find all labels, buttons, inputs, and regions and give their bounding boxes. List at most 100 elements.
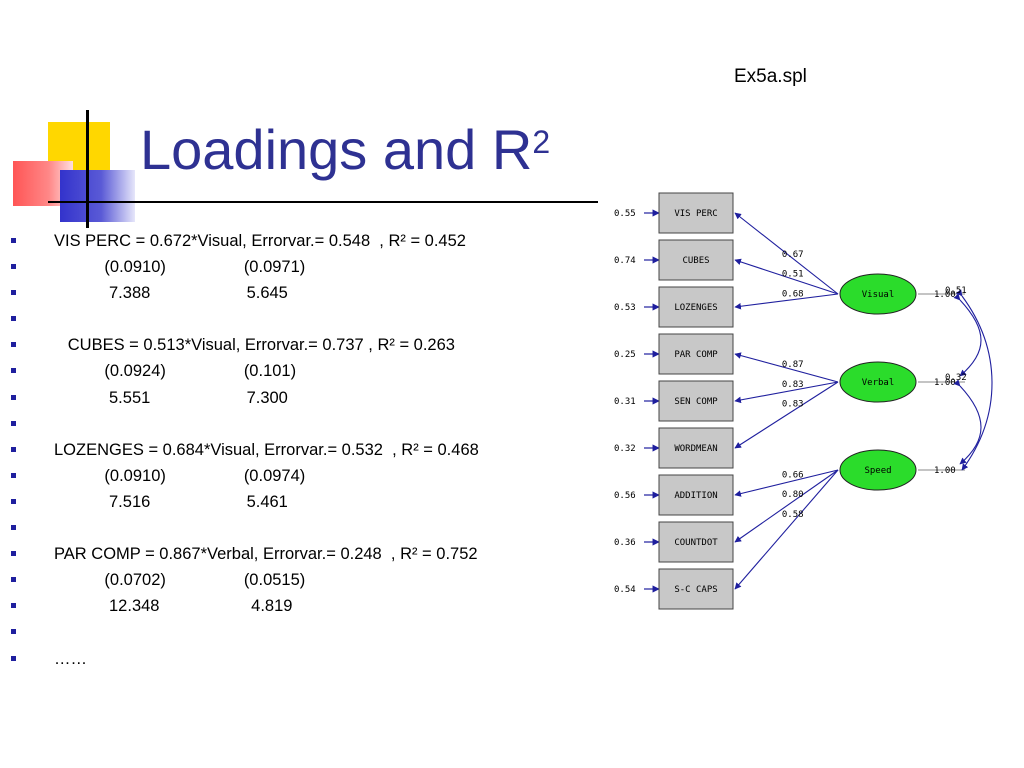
bullet-marker [11, 264, 16, 270]
loading-label: 0.80 [782, 490, 804, 500]
error-variance-label: 0.74 [614, 256, 636, 266]
bullet-line: 7.516 5.461 [0, 489, 479, 515]
bullet-text: LOZENGES = 0.684*Visual, Errorvar.= 0.53… [54, 440, 479, 459]
bullet-line: (0.0924) (0.101) [0, 358, 479, 384]
error-variance-label: 0.36 [614, 538, 636, 548]
bullet-line: PAR COMP = 0.867*Verbal, Errorvar.= 0.24… [0, 541, 479, 567]
loading-arrow [734, 469, 839, 590]
bullet-line: (0.0702) (0.0515) [0, 567, 479, 593]
error-variance-label: 0.32 [614, 444, 636, 454]
loading-label: 0.87 [782, 360, 804, 370]
error-variance-label: 0.55 [614, 209, 636, 219]
factor-label: Visual [862, 290, 895, 300]
bullet-marker [11, 368, 16, 374]
loading-arrow [734, 293, 839, 310]
bullet-marker [11, 446, 16, 452]
bullet-text: (0.0702) (0.0515) [54, 571, 306, 590]
correlation-arrow [953, 379, 982, 465]
indicator-label: S-C CAPS [674, 585, 717, 595]
loading-label: 0.68 [782, 289, 804, 299]
title-underline [48, 201, 598, 203]
indicator-box [658, 239, 734, 281]
bullet-text: 7.388 5.645 [54, 284, 288, 303]
bullet-line: LOZENGES = 0.684*Visual, Errorvar.= 0.53… [0, 437, 479, 463]
bullet-line: 5.551 7.300 [0, 385, 479, 411]
loading-label: 0.58 [782, 510, 804, 520]
indicator-label: LOZENGES [674, 303, 717, 313]
bullet-line [0, 306, 479, 332]
correlation-label: 0.32 [945, 373, 967, 383]
bullet-text: CUBES = 0.513*Visual, Errorvar.= 0.737 ,… [54, 336, 455, 355]
loading-label: 0.66 [782, 471, 804, 481]
error-variance-label: 0.31 [614, 397, 636, 407]
decor-vertical-line [86, 110, 89, 228]
bullet-text: VIS PERC = 0.672*Visual, Errorvar.= 0.54… [54, 232, 466, 250]
bullet-marker [11, 472, 16, 478]
bullet-marker [11, 525, 16, 531]
indicator-label: SEN COMP [674, 397, 718, 407]
bullet-marker [11, 551, 16, 557]
bullet-marker [11, 629, 16, 635]
error-variance-label: 0.53 [614, 303, 636, 313]
indicator-box [658, 474, 734, 516]
indicator-box [658, 192, 734, 234]
slide-title: Loadings and R2 [140, 122, 550, 178]
bullet-text: 7.516 5.461 [54, 492, 288, 511]
path-diagram: 0.55 VIS PERC 0.74 CUBES 0.53 LOZENGES 0.25 PAR… [614, 192, 993, 610]
bullet-text: 5.551 7.300 [54, 388, 288, 407]
bullet-text: (0.0910) (0.0971) [54, 258, 306, 277]
correlation-arrow [953, 293, 982, 377]
bullet-marker [11, 420, 16, 426]
factor-variance-label: 1.00 [934, 466, 956, 476]
error-variance-label: 0.56 [614, 491, 636, 501]
bullet-marker [11, 342, 16, 348]
factor-variance-label: 1.00 [934, 290, 956, 300]
bullet-line: 7.388 5.645 [0, 280, 479, 306]
bullet-line: (0.0910) (0.0974) [0, 463, 479, 489]
indicator-label: WORDMEAN [674, 444, 717, 454]
bullet-marker [11, 290, 16, 296]
loading-label: 0.51 [782, 270, 804, 280]
factor-label: Speed [864, 466, 891, 476]
slide-title-superscript: 2 [532, 124, 551, 160]
indicator-box [658, 568, 734, 610]
loading-arrow [734, 381, 839, 449]
bullet-marker [11, 394, 16, 400]
bullet-marker [11, 316, 16, 322]
indicator-label: ADDITION [674, 491, 717, 501]
bullet-line [0, 411, 479, 437]
loading-arrow [734, 352, 839, 383]
bullet-text: PAR COMP = 0.867*Verbal, Errorvar.= 0.24… [54, 545, 478, 564]
bullet-line [0, 515, 479, 541]
loading-label: 0.83 [782, 400, 804, 410]
indicator-label: VIS PERC [674, 209, 717, 219]
correlation-arrow [955, 289, 993, 471]
indicator-label: COUNTDOT [674, 538, 718, 548]
correlation-label: 0.51 [945, 286, 967, 296]
error-variance-label: 0.25 [614, 350, 636, 360]
factor-ellipse [839, 449, 917, 491]
indicator-box [658, 521, 734, 563]
indicator-box [658, 333, 734, 375]
loading-label: 0.67 [782, 250, 804, 260]
bullet-marker [11, 238, 16, 243]
bullet-line [0, 619, 479, 645]
factor-label: Verbal [862, 378, 895, 388]
bullet-marker [11, 577, 16, 583]
bullet-marker [11, 603, 16, 609]
bullet-marker [11, 655, 16, 661]
factor-ellipse [839, 273, 917, 315]
indicator-label: CUBES [682, 256, 709, 266]
loading-arrow [734, 469, 839, 543]
loading-arrow [734, 212, 839, 295]
loading-arrow [734, 258, 839, 295]
bullet-text: (0.0924) (0.101) [54, 362, 297, 381]
decor-blue-block [60, 170, 135, 222]
bullet-text: (0.0910) (0.0974) [54, 466, 306, 485]
loading-arrow [734, 381, 839, 404]
indicator-box [658, 380, 734, 422]
factor-variance-label: 1.00 [934, 378, 956, 388]
bullet-text: …… [54, 649, 87, 668]
filename-label: Ex5a.spl [734, 66, 807, 87]
indicator-label: PAR COMP [674, 350, 718, 360]
